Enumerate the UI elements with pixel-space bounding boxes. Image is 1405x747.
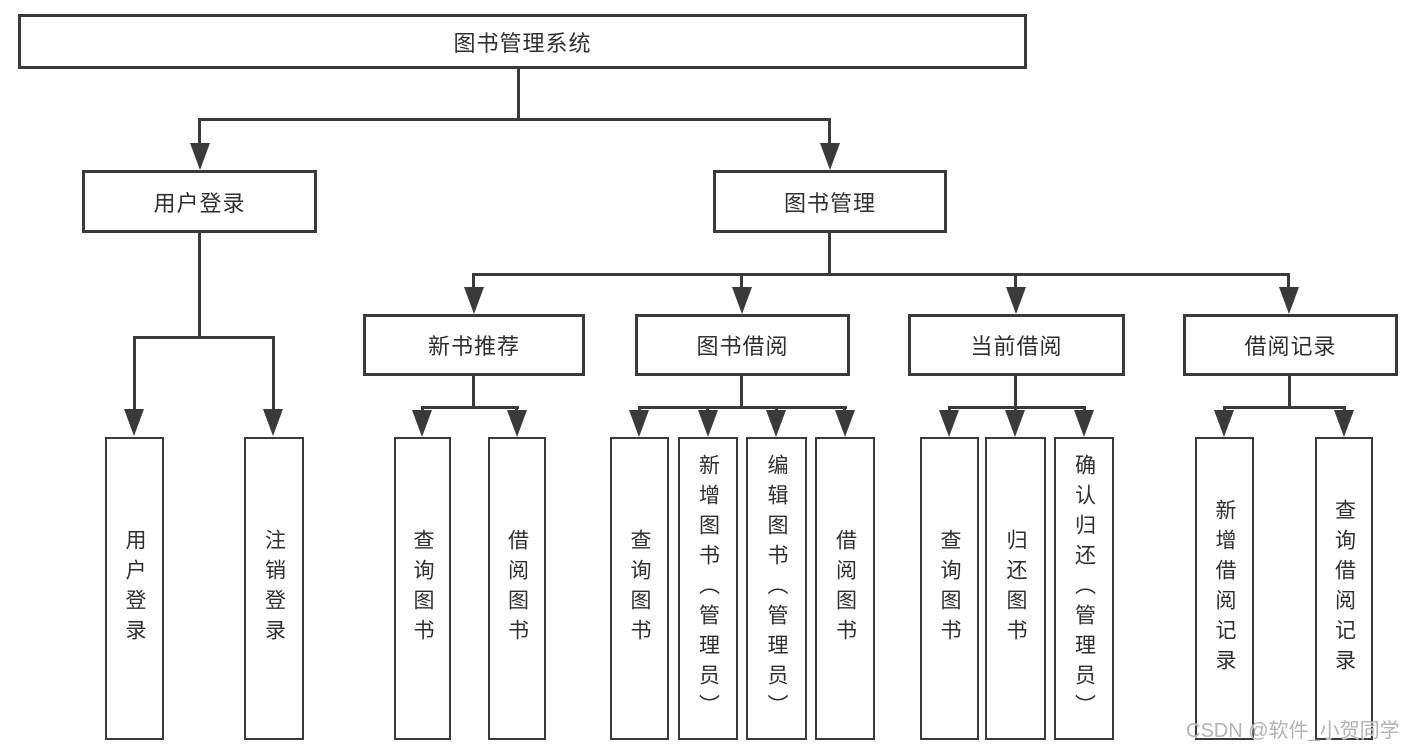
connector-line [1014, 273, 1017, 291]
arrow-down-icon [1279, 287, 1299, 314]
connector-line [828, 118, 831, 146]
connector-line [638, 406, 847, 409]
leaf-borrow-books: 借阅图书 [815, 437, 875, 740]
connector-line [421, 406, 519, 409]
leaf-confirm-return-admin: 确认归还（管理员） [1054, 437, 1114, 740]
watermark: CSDN @软件_小贺同学 [1186, 720, 1400, 742]
connector-line [198, 230, 201, 336]
arrow-down-icon [835, 410, 855, 437]
connector-line [472, 273, 1290, 276]
arrow-down-icon [629, 410, 649, 437]
leaf-return-books: 归还图书 [985, 437, 1046, 740]
leaf-query-borrow-record: 查询借阅记录 [1315, 437, 1373, 740]
arrow-down-icon [464, 287, 484, 314]
arrow-down-icon [1334, 410, 1354, 437]
connector-line [133, 336, 136, 409]
connector-line [272, 336, 275, 409]
arrow-down-icon [820, 143, 840, 170]
connector-line [828, 230, 831, 273]
arrow-down-icon [1074, 410, 1094, 437]
arrow-down-icon [939, 410, 959, 437]
leaf-logout: 注销登录 [244, 437, 304, 740]
node-root-system: 图书管理系统 [18, 14, 1027, 69]
connector-line [740, 273, 743, 291]
arrow-down-icon [412, 410, 432, 437]
node-book-management: 图书管理 [713, 170, 947, 233]
connector-line [472, 273, 475, 291]
connector-line [1223, 406, 1346, 409]
node-book-borrow: 图书借阅 [635, 314, 850, 376]
arrow-down-icon [124, 409, 144, 436]
connector-line [472, 373, 475, 406]
leaf-query-books-borrow: 查询图书 [610, 437, 669, 740]
arrow-down-icon [263, 409, 283, 436]
leaf-borrow-books-recommend: 借阅图书 [488, 437, 546, 740]
node-borrow-records: 借阅记录 [1183, 314, 1398, 376]
connector-line [133, 336, 275, 339]
connector-line [948, 406, 1086, 409]
leaf-query-books-current: 查询图书 [920, 437, 979, 740]
arrow-down-icon [507, 410, 527, 437]
arrow-down-icon [1214, 410, 1234, 437]
node-user-login: 用户登录 [82, 170, 317, 233]
connector-line [1014, 373, 1017, 406]
node-current-borrow: 当前借阅 [908, 314, 1125, 376]
arrow-down-icon [732, 287, 752, 314]
arrow-down-icon [190, 143, 210, 170]
node-new-book-recommend: 新书推荐 [363, 314, 585, 376]
leaf-edit-books-admin: 编辑图书（管理员） [746, 437, 807, 740]
arrow-down-icon [766, 410, 786, 437]
leaf-user-login: 用户登录 [105, 437, 164, 740]
connector-line [198, 118, 201, 146]
connector-line [1288, 373, 1291, 406]
connector-line [1287, 273, 1290, 291]
connector-line [198, 118, 831, 121]
arrow-down-icon [1006, 287, 1026, 314]
connector-line [740, 373, 743, 406]
leaf-add-books-admin: 新增图书（管理员） [678, 437, 738, 740]
arrow-down-icon [698, 410, 718, 437]
leaf-add-borrow-record: 新增借阅记录 [1195, 437, 1254, 740]
connector-line [517, 66, 520, 118]
arrow-down-icon [1005, 410, 1025, 437]
leaf-query-books-recommend: 查询图书 [394, 437, 451, 740]
